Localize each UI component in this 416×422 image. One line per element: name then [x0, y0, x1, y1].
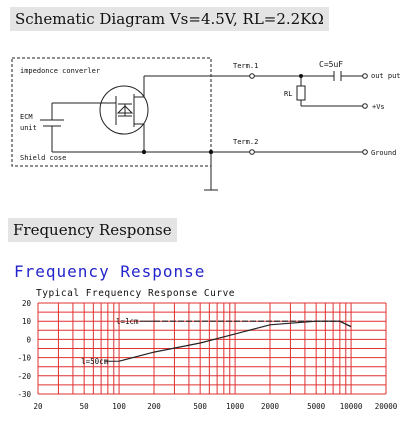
chart-x-tick-label: 10000 [340, 402, 363, 411]
circuit-wiring [40, 71, 365, 191]
chart-x-tick-label: 20000 [375, 402, 398, 411]
chart-series-line [118, 320, 352, 362]
diode-symbol [116, 105, 134, 114]
chart-y-tick-label: 0 [26, 335, 31, 344]
rl-label: RL [284, 90, 292, 98]
vs-label: +Vs [372, 103, 385, 111]
chart-y-tick-label: -30 [17, 390, 31, 399]
junction-dot [299, 74, 303, 78]
impedance-converter-box [11, 57, 212, 167]
chart-y-tick-label: -20 [17, 372, 31, 381]
impedance-converter-label: impedonce converler [20, 67, 100, 75]
output-terminal [362, 73, 368, 79]
chart-y-tick-label: -10 [17, 354, 31, 363]
chart-series-label: l=50cm [81, 357, 109, 366]
ground-terminal [362, 149, 368, 155]
term2-label: Term.2 [233, 138, 258, 146]
ecm-label: ECM [20, 113, 33, 121]
chart-x-tick-label: 5000 [307, 402, 326, 411]
chart-x-tick-label: 500 [193, 402, 207, 411]
chart-x-tick-label: 1000 [226, 402, 245, 411]
term1-label: Term.1 [233, 62, 258, 70]
junction-dot [141, 149, 147, 155]
chart-series-line [154, 320, 352, 328]
chart-x-tick-label: 50 [80, 402, 90, 411]
chart-y-tick-label: 20 [22, 299, 32, 308]
chart-x-tick-label: 100 [112, 402, 126, 411]
frequency-section-title: Frequency Response [8, 218, 177, 242]
ground-label: Ground [371, 149, 396, 157]
shield-case-label: Shield cose [20, 154, 66, 162]
frequency-response-heading: Frequency Response [14, 262, 206, 281]
vs-terminal [362, 103, 368, 109]
terminal-1 [249, 73, 255, 79]
chart-series-label: l=1cm [116, 317, 139, 326]
terminal-2 [249, 149, 255, 155]
capacitor-label: C=5uF [319, 60, 343, 69]
schematic-title: Schematic Diagram Vs=4.5V, RL=2.2KΩ [10, 7, 329, 31]
junction-dot [208, 149, 214, 155]
chart-x-tick-label: 20 [33, 402, 43, 411]
chart-y-tick-label: 10 [22, 317, 32, 326]
chart-x-tick-label: 200 [147, 402, 161, 411]
output-label: out put [371, 72, 401, 80]
chart-x-tick-label: 2000 [261, 402, 280, 411]
ecm-unit-label: unit [20, 124, 37, 132]
chart-title: Typical Frequency Response Curve [36, 288, 236, 299]
